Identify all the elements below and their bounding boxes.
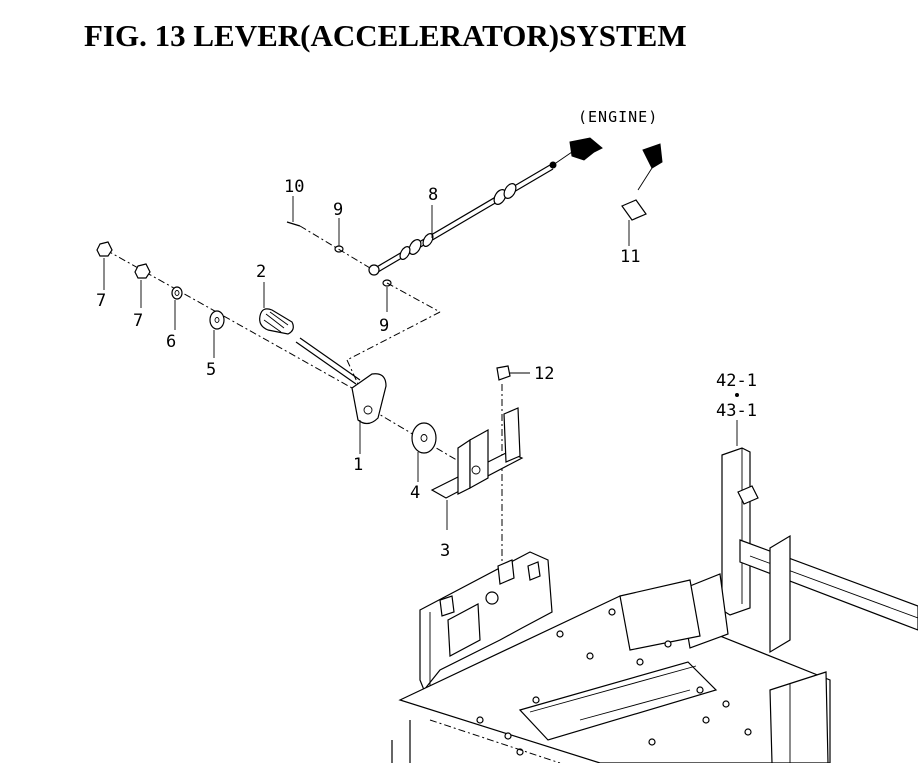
callout-4: 4 [410,483,420,503]
callout-6: 6 [166,332,176,352]
figure-title: FIG. 13 LEVER(ACCELERATOR)SYSTEM [84,18,687,53]
callout-7-outer: 7 [96,291,106,311]
part-7-nut-inner [134,263,151,308]
chassis-frame [391,447,918,763]
part-3-bracket [430,407,524,530]
callout-10: 10 [284,177,304,197]
callout-9-lower: 9 [379,316,389,336]
callout-5: 5 [206,360,216,380]
callout-2: 2 [256,262,266,282]
part-10-pin [286,196,301,227]
part-1-lever [295,337,387,454]
callout-3: 3 [440,541,450,561]
callout-1: 1 [353,455,363,475]
part-9-clip-upper [334,218,344,253]
part-11-block [621,199,647,246]
callout-11: 11 [620,247,640,267]
part-7-nut-outer [96,241,113,290]
callout-43-1: 43-1 [716,401,757,421]
callout-8: 8 [428,185,438,205]
engine-arrow-icon [569,137,663,191]
callout-42-1: 42-1 [716,371,757,391]
part-4-washer [411,422,437,482]
callout-7-inner: 7 [133,311,143,331]
part-12-bolt [496,365,530,381]
part-6-washer [171,286,183,330]
part-5-washer [209,310,225,358]
part-2-knob [259,282,294,335]
part-8-cable [368,151,573,276]
engine-label: (ENGINE) [578,108,658,126]
callout-12: 12 [534,364,554,384]
callout-9-upper: 9 [333,200,343,220]
